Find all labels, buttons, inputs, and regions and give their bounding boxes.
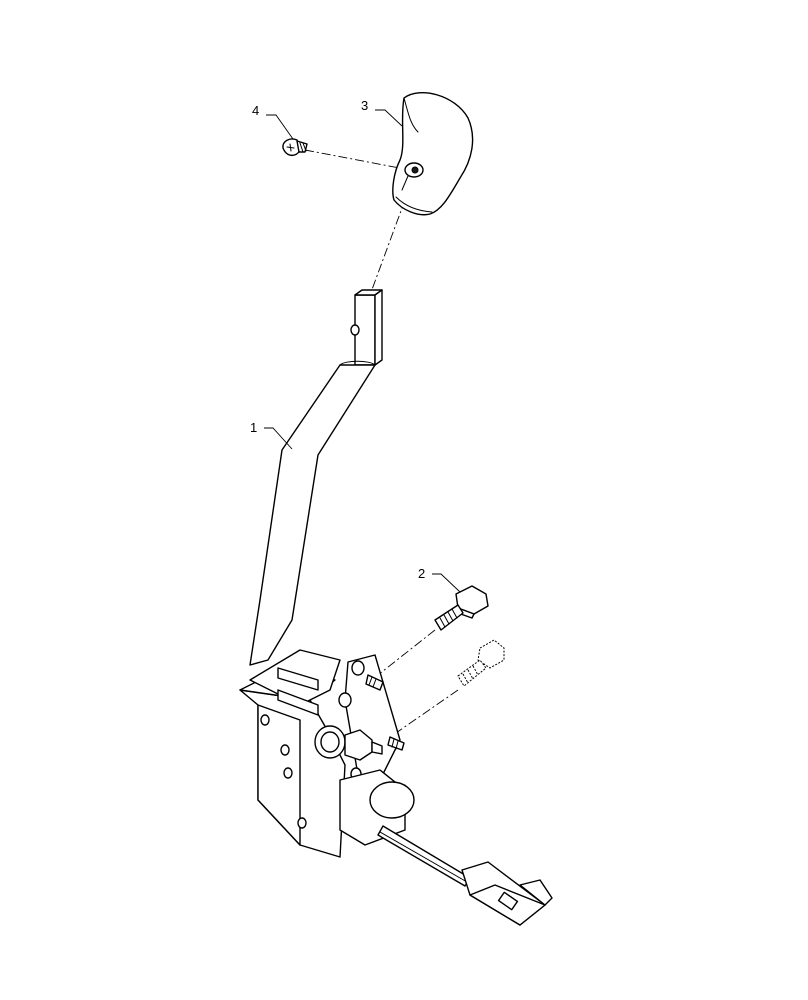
- part-4-screw[interactable]: [282, 138, 308, 157]
- part-3-knob[interactable]: [392, 91, 474, 216]
- part-1-lever[interactable]: [249, 289, 383, 666]
- callout-4: 4: [252, 103, 259, 118]
- callout-2: 2: [418, 566, 425, 581]
- assembly-centerlines: [304, 149, 459, 736]
- callout-3: 3: [361, 98, 368, 113]
- part-2-bolt-phantom: [457, 639, 505, 687]
- sensor-base-assembly[interactable]: [239, 649, 553, 926]
- callout-1: 1: [250, 420, 257, 435]
- part-2-bolt[interactable]: [434, 585, 489, 631]
- callout-leaders: [264, 109, 461, 593]
